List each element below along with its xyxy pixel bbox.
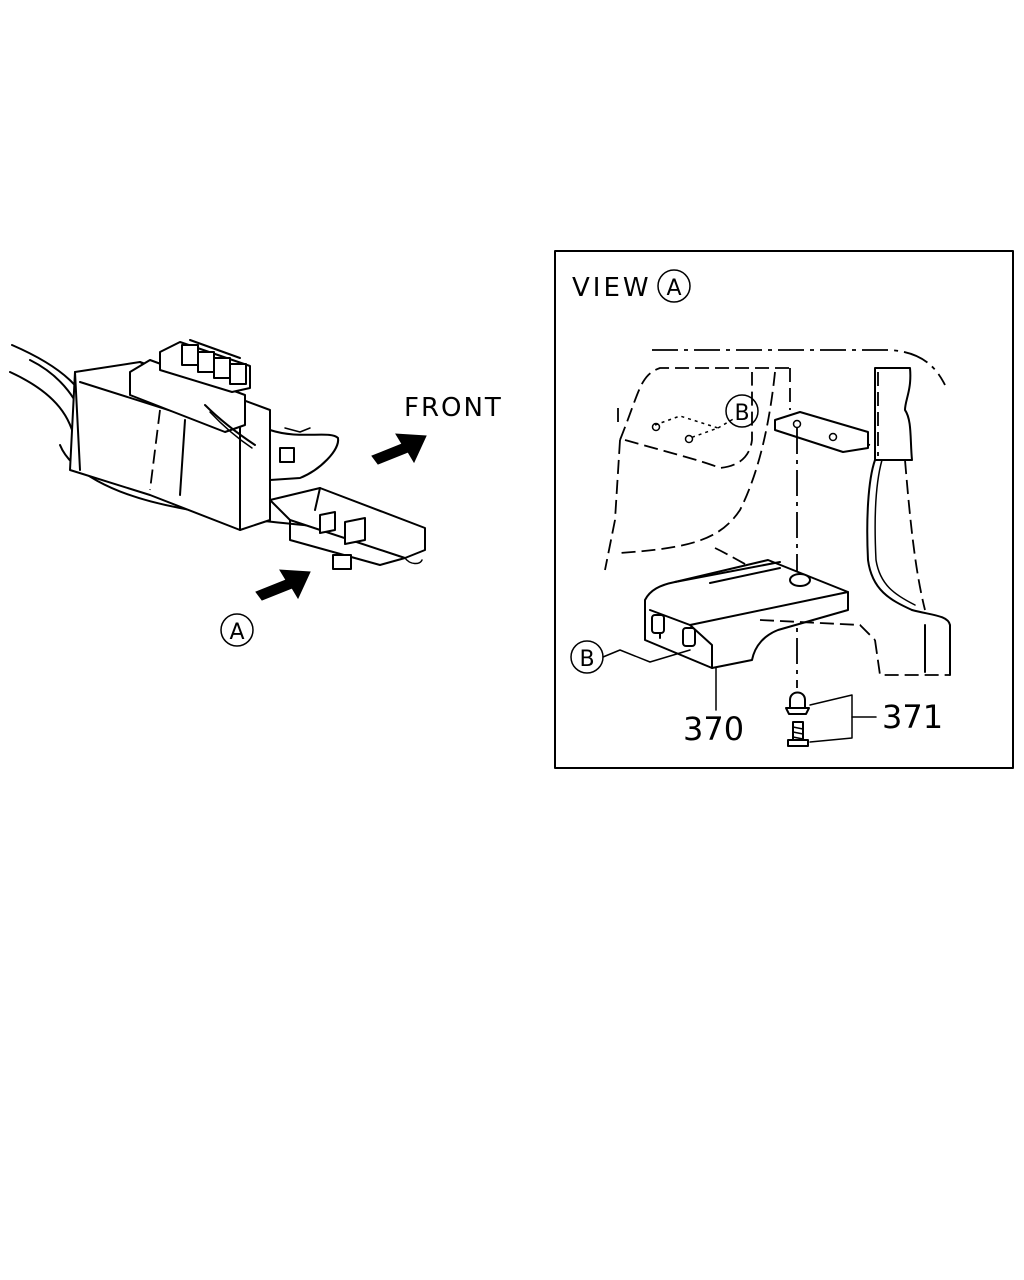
callout-b-left: B: [570, 640, 604, 674]
callout-b-top: B: [725, 394, 759, 428]
leader-b: [602, 649, 691, 663]
svg-text:B: B: [734, 401, 749, 426]
clip-fastener-icon: [785, 691, 810, 715]
front-label: FRONT: [404, 393, 503, 423]
svg-text:B: B: [579, 647, 594, 672]
part-number-370: 370: [683, 710, 744, 748]
view-a-arrow-icon: [255, 569, 311, 601]
hole-reference-b: [651, 415, 736, 444]
svg-text:A: A: [229, 620, 244, 645]
frame-rail-assembly: [9, 339, 426, 570]
view-a-title: VIEW A: [572, 269, 691, 303]
svg-text:VIEW: VIEW: [572, 273, 652, 303]
relay-block: [129, 339, 256, 449]
svg-text:A: A: [666, 276, 681, 301]
front-arrow-icon: [371, 433, 427, 465]
screw-fastener-icon: [787, 721, 809, 747]
view-a-panel: [554, 250, 1014, 769]
part-number-371: 371: [882, 698, 943, 736]
callout-a-main: A: [220, 613, 254, 647]
leader-371-bracket: [809, 694, 853, 743]
lower-channel: [269, 487, 426, 570]
bracket-370: [644, 559, 876, 669]
view-a-frame: [604, 349, 951, 676]
